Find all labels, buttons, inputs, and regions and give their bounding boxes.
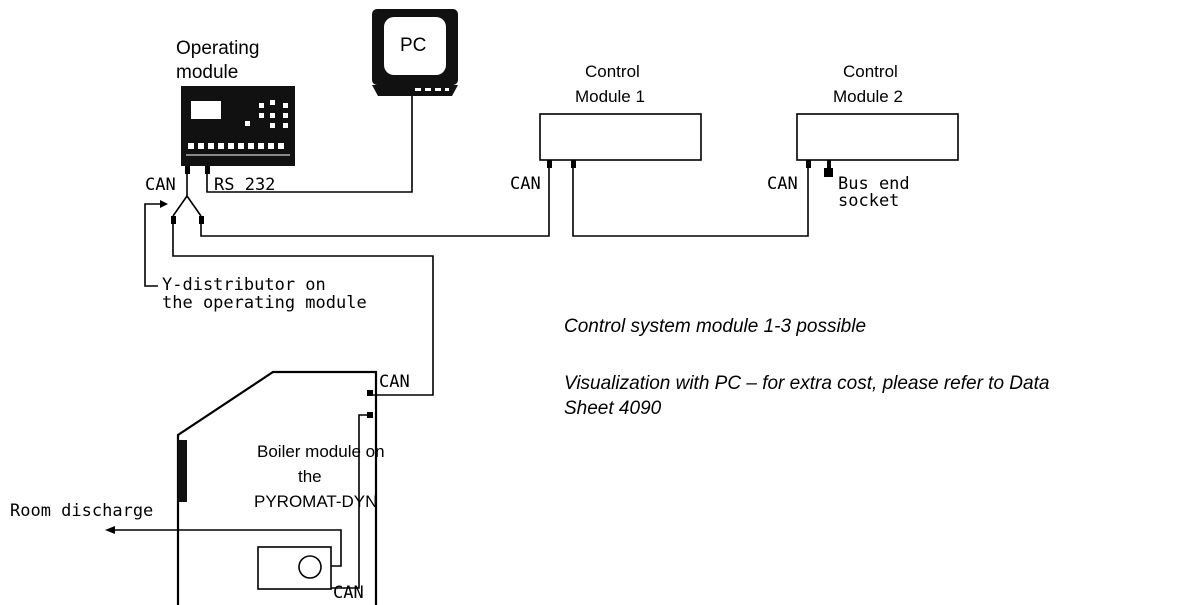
control-module-2-label-line2: Module 2 [833, 87, 903, 106]
can-label-boiler-bottom: CAN [333, 583, 364, 603]
can-bus-to-boiler [172, 224, 434, 396]
can-label-cm1: CAN [510, 174, 541, 194]
boiler-can-connector-upper [367, 390, 373, 396]
can-label-boiler-top: CAN [379, 372, 410, 392]
can-label-operating: CAN [145, 175, 176, 195]
can-label-cm2: CAN [767, 174, 798, 194]
operating-module-label-line2: module [176, 62, 238, 83]
control-module-1-box [539, 113, 702, 161]
room-discharge-arrow-icon [105, 526, 115, 534]
bus-end-socket-icon [824, 160, 833, 177]
boiler-internal-can-wire [331, 414, 367, 589]
rs232-label: RS 232 [214, 175, 275, 195]
bus-end-label-line2: socket [838, 191, 899, 211]
boiler-label-line3: PYROMAT-DYN [254, 492, 377, 511]
y-distributor-label-line1: Y-distributor on [162, 275, 326, 295]
room-discharge-wire [115, 529, 342, 567]
note-visualization-line1: Visualization with PC – for extra cost, … [564, 373, 1049, 394]
can-bus-cm1-to-cm2 [572, 168, 809, 237]
boiler-can-connector-lower [367, 412, 373, 418]
control-module-2-label-line1: Control [843, 62, 898, 81]
note-modules-possible: Control system module 1-3 possible [564, 316, 866, 337]
operating-rs232-connector [205, 166, 210, 174]
room-discharge-label: Room discharge [10, 501, 153, 521]
control-module-1-label-line2: Module 1 [575, 87, 645, 106]
operating-can-connector [185, 166, 190, 174]
y-distributor-callout [144, 203, 160, 287]
y-distributor-label-line2: the operating module [162, 293, 367, 313]
boiler-label-line1: Boiler module on [257, 442, 385, 461]
cm1-connector-out [571, 160, 576, 168]
cm2-connector-in [806, 160, 811, 168]
sensor-circle-icon [298, 555, 322, 579]
rs232-cable [206, 96, 413, 193]
can-bus-to-cm1 [200, 168, 550, 237]
boiler-housing [176, 370, 378, 605]
cm1-connector-in [547, 160, 552, 168]
operating-module-device [181, 86, 295, 166]
control-module-1-label-line1: Control [585, 62, 640, 81]
boiler-vent-icon [178, 440, 187, 502]
pc-label: PC [400, 35, 426, 56]
y-distributor [171, 174, 204, 224]
operating-module-label-line1: Operating [176, 38, 259, 59]
bus-end-label-line1: Bus end [838, 174, 910, 194]
note-visualization-line2: Sheet 4090 [564, 398, 662, 419]
pc-monitor-icon [372, 9, 458, 96]
boiler-label-line2: the [298, 467, 322, 486]
room-discharge-sensor-box [257, 546, 332, 590]
control-module-2-box [796, 113, 959, 161]
